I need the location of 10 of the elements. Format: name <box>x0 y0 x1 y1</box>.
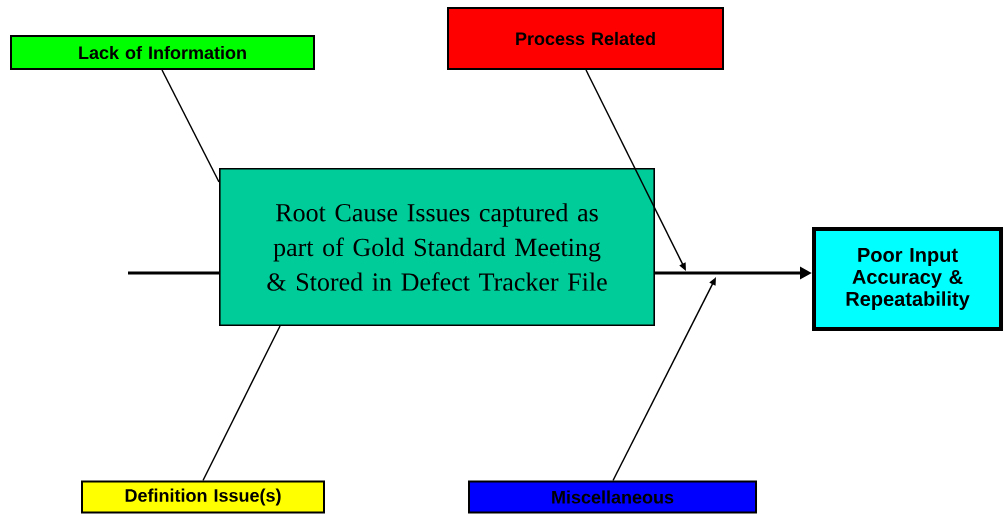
cause-box: Lack of Information <box>10 35 315 70</box>
connector-line <box>161 69 220 183</box>
cause-box: Process Related <box>447 7 724 70</box>
arrow <box>585 69 686 271</box>
arrow <box>612 277 716 482</box>
effect-box: Poor Input Accuracy & Repeatability <box>812 227 1003 331</box>
cause-box: Definition Issue(s) <box>81 480 325 514</box>
connector-line <box>202 325 281 482</box>
cause-box: Miscellaneous <box>468 480 757 514</box>
process-box: Root Cause Issues captured as part of Gold Standard Meeting & Stored in Defect Tracker File <box>219 168 655 326</box>
